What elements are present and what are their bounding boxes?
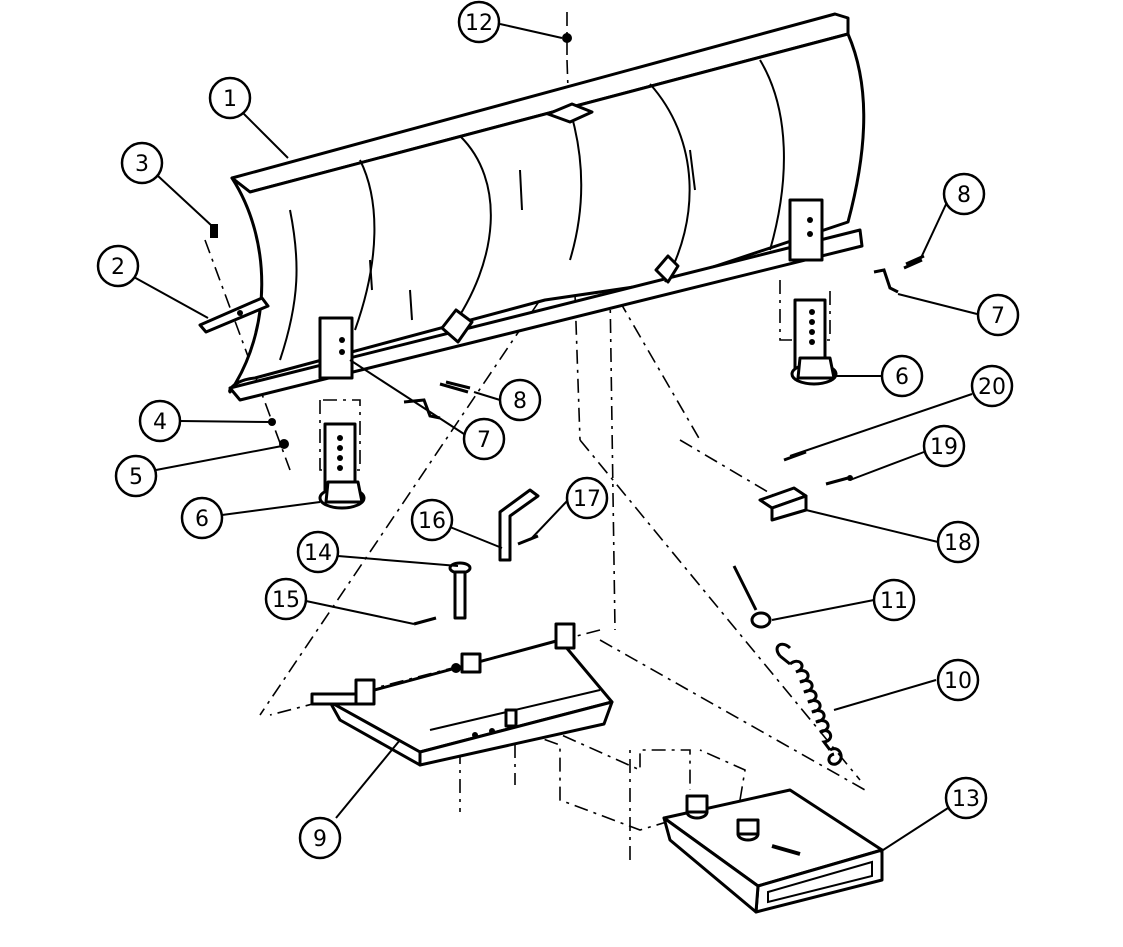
callout-14: 14 bbox=[296, 530, 340, 574]
svg-text:7: 7 bbox=[991, 304, 1005, 329]
a-frame-mount bbox=[310, 622, 614, 767]
leader-lines bbox=[131, 23, 978, 853]
skid-shoe-right bbox=[790, 298, 838, 386]
hitch-bracket bbox=[662, 788, 884, 914]
svg-text:5: 5 bbox=[129, 465, 143, 490]
svg-text:19: 19 bbox=[930, 435, 958, 460]
svg-text:2: 2 bbox=[111, 255, 125, 280]
hardware-3-4-5 bbox=[210, 224, 289, 449]
svg-text:6: 6 bbox=[895, 365, 909, 390]
callout-3: 3 bbox=[120, 141, 164, 185]
callout-6-right: 6 bbox=[880, 354, 924, 398]
svg-text:3: 3 bbox=[135, 152, 149, 177]
callout-8-left: 8 bbox=[498, 378, 542, 422]
svg-text:17: 17 bbox=[573, 487, 601, 512]
callout-7-right: 7 bbox=[976, 293, 1020, 337]
svg-text:7: 7 bbox=[477, 428, 491, 453]
callout-18: 18 bbox=[936, 520, 980, 564]
svg-text:8: 8 bbox=[957, 183, 971, 208]
svg-text:13: 13 bbox=[952, 787, 980, 812]
svg-text:1: 1 bbox=[223, 87, 237, 112]
skid-shoe-left bbox=[318, 422, 366, 510]
spring-coils bbox=[789, 659, 833, 751]
spring-and-eyebolt bbox=[732, 565, 843, 766]
clevis-pin-and-cotter bbox=[413, 561, 472, 626]
callout-8-right: 8 bbox=[942, 172, 986, 216]
svg-text:8: 8 bbox=[513, 389, 527, 414]
blade-side-extension bbox=[198, 296, 270, 334]
bolt-12 bbox=[562, 33, 572, 43]
callout-1: 1 bbox=[208, 76, 252, 120]
svg-text:16: 16 bbox=[418, 509, 446, 534]
callout-17: 17 bbox=[565, 476, 609, 520]
callout-6-left: 6 bbox=[180, 496, 224, 540]
svg-text:11: 11 bbox=[880, 589, 908, 614]
callout-13: 13 bbox=[944, 776, 988, 820]
callout-15: 15 bbox=[264, 577, 308, 621]
callout-4: 4 bbox=[138, 399, 182, 443]
svg-text:10: 10 bbox=[944, 669, 972, 694]
callout-16: 16 bbox=[410, 498, 454, 542]
svg-text:20: 20 bbox=[978, 375, 1006, 400]
callout-19: 19 bbox=[922, 424, 966, 468]
svg-text:4: 4 bbox=[153, 410, 167, 435]
svg-text:15: 15 bbox=[272, 588, 300, 613]
l-pin-and-clip bbox=[498, 488, 540, 562]
callout-9: 9 bbox=[298, 816, 342, 860]
callout-2: 2 bbox=[96, 244, 140, 288]
callout-10: 10 bbox=[936, 658, 980, 702]
callout-11: 11 bbox=[872, 578, 916, 622]
callout-7-left: 7 bbox=[462, 417, 506, 461]
callout-20: 20 bbox=[970, 364, 1014, 408]
callout-5: 5 bbox=[114, 454, 158, 498]
svg-text:12: 12 bbox=[465, 11, 493, 36]
plow-blade bbox=[228, 12, 866, 402]
svg-text:14: 14 bbox=[304, 541, 332, 566]
svg-text:9: 9 bbox=[313, 827, 327, 852]
svg-text:18: 18 bbox=[944, 531, 972, 556]
callout-12: 12 bbox=[457, 0, 501, 44]
svg-text:6: 6 bbox=[195, 507, 209, 532]
